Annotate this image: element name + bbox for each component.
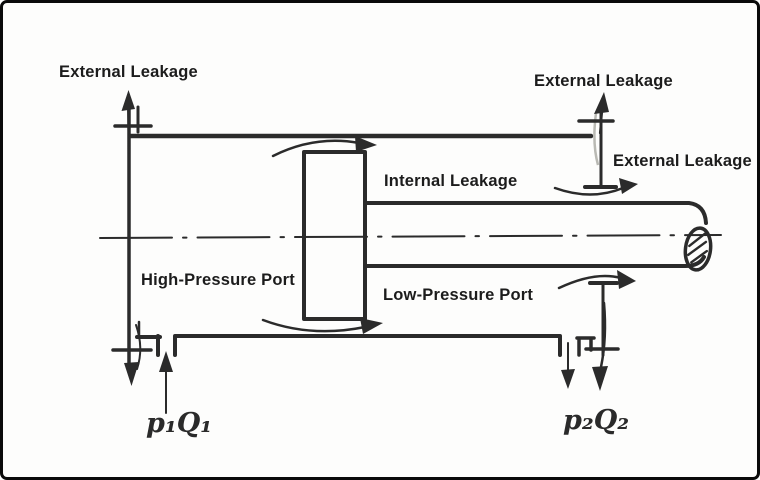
up-arrowhead-icon <box>159 351 173 372</box>
piston <box>302 150 367 321</box>
internal-leakage-arrow-top <box>271 136 377 158</box>
gland-shade <box>593 112 600 166</box>
hatch-lines <box>687 232 709 264</box>
rod-end-break <box>683 226 713 272</box>
down-arrowhead-icon <box>124 362 139 386</box>
leak-curve <box>271 139 361 158</box>
right-arrowhead-icon <box>617 270 636 289</box>
leak-curve <box>557 274 623 290</box>
right-arrowhead-icon <box>355 136 377 152</box>
piston-body <box>302 150 367 321</box>
external-leakage-arrow-bottom-left <box>124 324 142 386</box>
piston-rod <box>364 201 708 268</box>
label-external-leakage-left: External Leakage <box>59 63 198 81</box>
label-external-leakage-right: External Leakage <box>613 152 752 170</box>
break-ellipse <box>683 226 713 272</box>
label-p2-q2: p₂Q₂ <box>563 405 630 436</box>
label-low-pressure-port: Low-Pressure Port <box>383 286 534 304</box>
label-p1-q1: p₁Q₁ <box>146 408 213 439</box>
external-leakage-arrow-top-left <box>121 90 135 155</box>
right-arrowhead-icon <box>360 318 383 334</box>
down-arrowhead-icon <box>592 366 608 391</box>
label-external-leakage-top-right: External Leakage <box>534 72 673 90</box>
mid-port-lip <box>575 336 596 357</box>
centerline <box>99 234 722 239</box>
down-arrowhead-icon <box>561 369 575 389</box>
cylinder-bottom-wall <box>135 320 562 357</box>
bottom-right-port <box>557 270 636 391</box>
internal-leakage-arrow-bottom <box>261 318 383 334</box>
right-arrowhead-icon <box>619 178 638 194</box>
up-arrowhead-icon <box>121 90 135 111</box>
label-internal-leakage: Internal Leakage <box>384 172 518 190</box>
leak-curve <box>553 186 625 196</box>
bottom-wall-line <box>173 334 562 357</box>
rod-bottom-line <box>364 255 706 268</box>
supply-arrow-p1 <box>159 351 173 414</box>
leak-curve <box>261 318 367 333</box>
left-port-lip <box>135 334 162 357</box>
cylinder-left-wall <box>111 100 153 367</box>
up-arrowhead-icon <box>594 92 609 114</box>
drain-arrow-shaft <box>599 301 607 369</box>
top-right-drain <box>553 92 638 196</box>
diagram-linework <box>99 90 722 414</box>
rod-top-line <box>364 201 708 225</box>
leak-curve <box>135 324 142 370</box>
centerline-path <box>99 234 722 239</box>
label-high-pressure-port: High-Pressure Port <box>141 271 295 289</box>
